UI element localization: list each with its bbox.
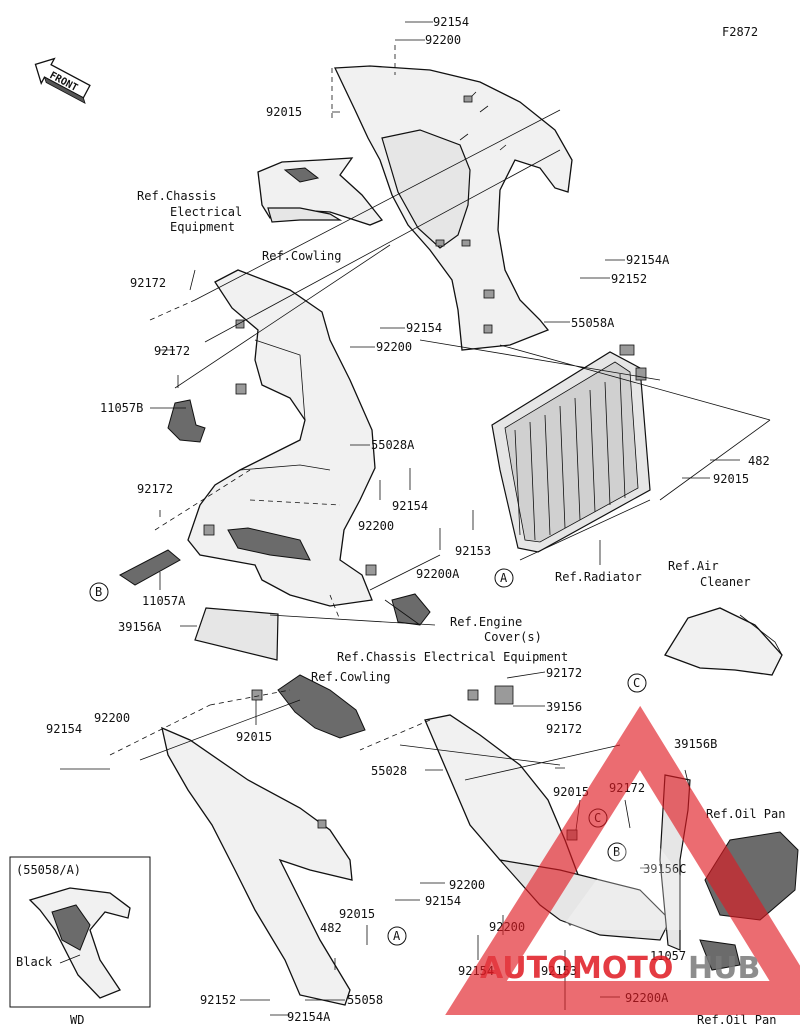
part-label: 92154A (287, 1010, 331, 1024)
part-label: 92154 (425, 894, 461, 908)
ref-air-cleaner-1: Ref.Air (668, 559, 719, 573)
bracket-11057A (119, 549, 181, 586)
part-label: 39156A (118, 620, 162, 634)
marker-C-1: C (627, 673, 647, 693)
watermark-logo: AUTO MOTO HUB (445, 705, 800, 1015)
leader-lines (60, 21, 771, 1016)
part-label: 92152 (611, 272, 647, 286)
engine-cover-ref (391, 593, 431, 626)
ref-cowling-mid: Ref.Cowling (311, 670, 390, 684)
watermark-moto: MOTO (572, 951, 673, 986)
panel-39156A (194, 607, 279, 661)
ref-oil-pan-top: Ref.Oil Pan (706, 807, 785, 821)
radiator-ref (491, 344, 651, 553)
part-label: 55058A (571, 316, 615, 330)
watermark-auto: AUTO (480, 951, 573, 986)
part-label: 55028 (371, 764, 407, 778)
marker-A-1: A (494, 568, 514, 588)
cowling-top-ref (257, 157, 384, 226)
part-label: 92015 (266, 105, 302, 119)
ref-engine-cover-1: Ref.Engine (450, 615, 522, 629)
part-label: 55058 (347, 993, 383, 1007)
part-label: 92152 (200, 993, 236, 1007)
part-label: 92015 (339, 907, 375, 921)
ref-chassis-elec-3: Equipment (170, 220, 235, 234)
part-label: 39156 (546, 700, 582, 714)
part-label: 482 (748, 454, 770, 468)
watermark-triangle-icon (445, 705, 800, 1015)
front-arrow-icon: FRONT (34, 57, 91, 104)
air-cleaner-ref (664, 607, 783, 676)
part-label: 92200 (358, 519, 394, 533)
ref-oil-pan-bottom: Ref.Oil Pan (697, 1013, 776, 1027)
ref-engine-cover-2: Cover(s) (484, 630, 542, 644)
part-label: 92172 (154, 344, 190, 358)
part-label: 92015 (553, 785, 589, 799)
ref-chassis-elec-1: Ref.Chassis (137, 189, 216, 203)
svg-text:A: A (500, 571, 508, 585)
ref-radiator: Ref.Radiator (555, 570, 642, 584)
ref-chassis-elec-line: Ref.Chassis Electrical Equipment (337, 650, 568, 664)
part-label: 39156B (674, 737, 717, 751)
ref-air-cleaner-2: Cleaner (700, 575, 751, 589)
marker-A-2: A (387, 926, 407, 946)
part-label: 92172 (546, 722, 582, 736)
part-label: 92153 (541, 964, 577, 978)
part-label: 92200 (376, 340, 412, 354)
part-label: 92200 (425, 33, 461, 47)
diagram-id: F2872 (722, 25, 758, 39)
bracket-11057B (167, 399, 206, 443)
part-label: 92154 (433, 15, 469, 29)
part-label: 92154 (46, 722, 82, 736)
part-label: 482 (320, 921, 342, 935)
svg-text:B: B (95, 585, 102, 599)
inset-title: (55058/A) (16, 863, 81, 877)
ref-chassis-elec-2: Electrical (170, 205, 242, 219)
part-label: 92154 (406, 321, 442, 335)
ref-cowling-top: Ref.Cowling (262, 249, 341, 263)
part-label: 92172 (130, 276, 166, 290)
marker-B-1: B (89, 582, 109, 602)
part-label: 92200A (416, 567, 460, 581)
part-label: 92154A (626, 253, 670, 267)
part-label: 92015 (713, 472, 749, 486)
side-cowl-55028A (187, 269, 377, 607)
part-label: 11057A (142, 594, 186, 608)
svg-text:C: C (633, 676, 640, 690)
part-label: 92172 (546, 666, 582, 680)
part-label: 11057 (650, 949, 686, 963)
part-label: 11057B (100, 401, 143, 415)
part-label: 92153 (455, 544, 491, 558)
part-label: 55028A (371, 438, 415, 452)
marker-B-2: B (607, 842, 627, 862)
part-label: 39156C (643, 862, 686, 876)
part-label: 92200 (449, 878, 485, 892)
part-label: 92200 (94, 711, 130, 725)
part-label: 92015 (236, 730, 272, 744)
inset-box: (55058/A) Black (9, 856, 151, 1008)
watermark-hub: HUB (688, 951, 760, 986)
inset-footer: WD (70, 1013, 84, 1027)
inset-color-note: Black (16, 955, 53, 969)
lower-cowl-55058 (161, 674, 366, 1006)
svg-text:B: B (613, 845, 620, 859)
svg-text:A: A (393, 929, 401, 943)
part-label: 92154 (392, 499, 428, 513)
part-label: 92172 (137, 482, 173, 496)
